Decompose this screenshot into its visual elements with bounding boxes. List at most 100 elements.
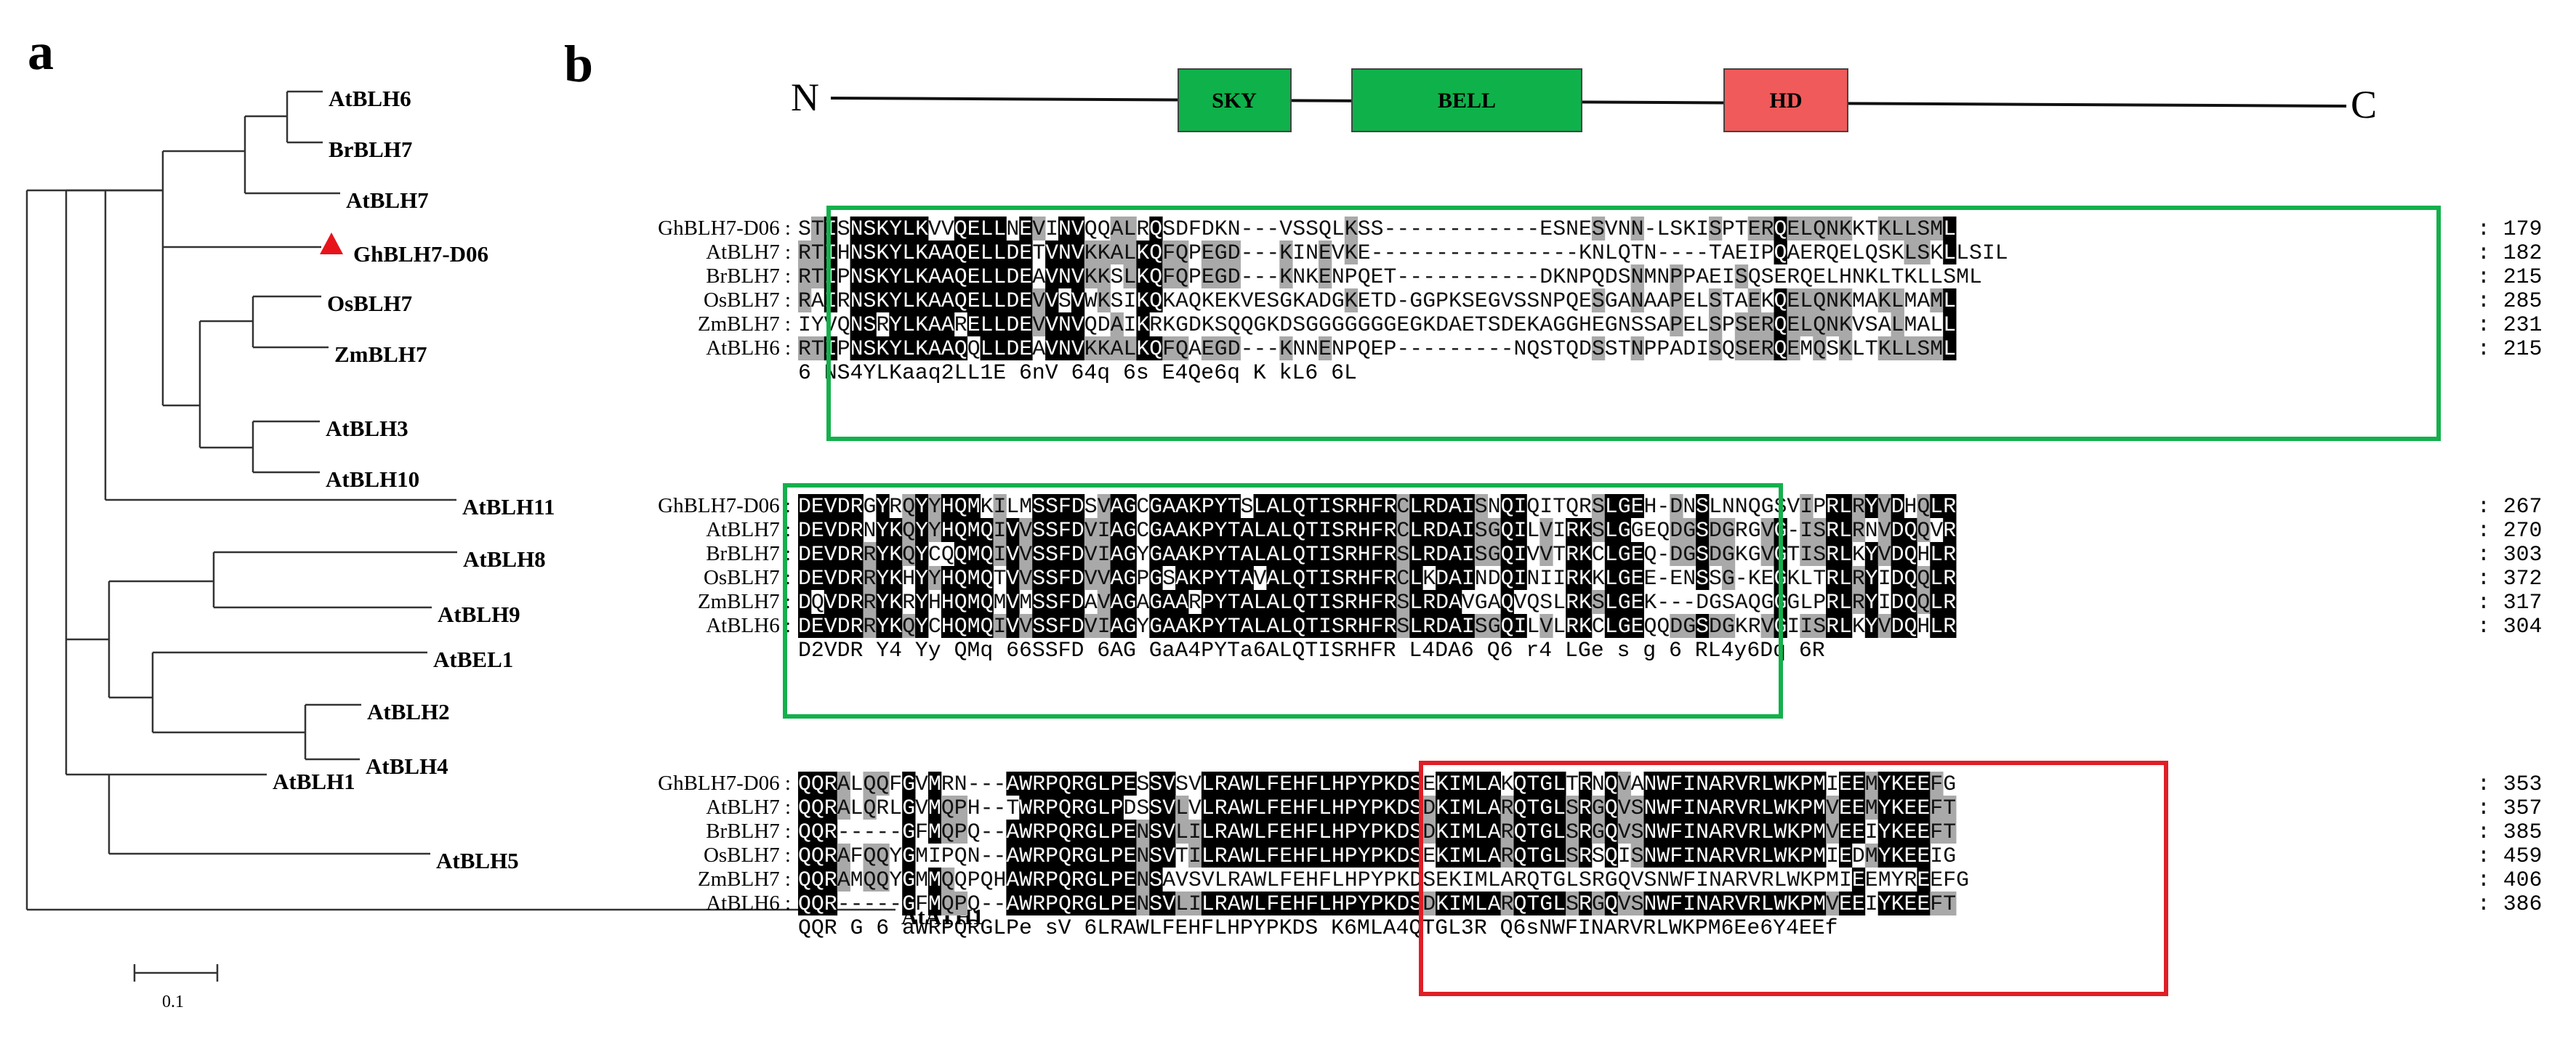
residue: I bbox=[1462, 494, 1475, 519]
residue: F bbox=[1371, 590, 1384, 615]
conservation-cell bbox=[1409, 518, 1423, 542]
conservation-cell bbox=[1071, 844, 1085, 868]
sequence-name: AtBLH7 : bbox=[706, 796, 791, 819]
residue: L bbox=[889, 796, 902, 820]
residue: V bbox=[1162, 892, 1175, 916]
residue: Y bbox=[1865, 494, 1878, 519]
residue: E bbox=[1904, 796, 1917, 820]
residue: V bbox=[1084, 614, 1098, 639]
residue: V bbox=[1539, 542, 1553, 567]
conservation-cell bbox=[1344, 217, 1359, 240]
conservation-cell bbox=[1162, 614, 1176, 638]
conservation-cell bbox=[837, 796, 850, 820]
conservation-cell bbox=[1097, 796, 1111, 820]
residue: L bbox=[1488, 868, 1501, 892]
residue: A bbox=[1032, 336, 1045, 361]
residue: R bbox=[1566, 566, 1579, 591]
residue: E bbox=[1279, 796, 1292, 820]
residue: E bbox=[1279, 772, 1292, 796]
conservation-cell bbox=[1436, 494, 1449, 518]
residue: F bbox=[1266, 892, 1279, 916]
residue: K bbox=[1891, 240, 1904, 265]
residue: I bbox=[1514, 494, 1527, 519]
conservation-cell bbox=[1045, 566, 1059, 590]
residue: R bbox=[864, 614, 877, 639]
conservation-cell bbox=[1175, 264, 1189, 288]
residue: N bbox=[1136, 892, 1149, 916]
residue: - bbox=[1670, 590, 1683, 615]
residue: L bbox=[994, 336, 1007, 361]
residue: F bbox=[1305, 892, 1319, 916]
residue: P bbox=[1384, 336, 1397, 361]
residue: S bbox=[1566, 820, 1579, 844]
conservation-cell bbox=[1175, 820, 1189, 844]
residue: V bbox=[1098, 494, 1111, 519]
residue: R bbox=[1422, 494, 1436, 519]
conservation-cell bbox=[1123, 772, 1137, 796]
residue: P bbox=[1202, 542, 1215, 567]
residue: Q bbox=[811, 868, 824, 892]
residue: A bbox=[1228, 772, 1241, 796]
conservation-cell bbox=[876, 217, 890, 240]
residue: V bbox=[1462, 590, 1475, 615]
conservation-cell bbox=[1240, 566, 1254, 590]
residue: N bbox=[1136, 820, 1149, 844]
residue: C bbox=[1592, 614, 1605, 639]
residue: A bbox=[1228, 796, 1241, 820]
residue: E bbox=[1202, 336, 1215, 361]
residue: T bbox=[1371, 288, 1384, 313]
residue: S bbox=[1761, 264, 1774, 289]
residue: A bbox=[837, 844, 850, 868]
conservation-cell bbox=[1188, 820, 1202, 844]
residue: Q bbox=[1514, 820, 1527, 844]
residue: L bbox=[1409, 518, 1422, 543]
residue: K bbox=[1084, 240, 1098, 265]
residue: Y bbox=[889, 288, 902, 313]
residue: V bbox=[1501, 288, 1514, 313]
tree-leaf-ghblh7-d06: GhBLH7-D06 bbox=[353, 241, 488, 267]
conservation-cell bbox=[902, 868, 916, 892]
residue: M bbox=[1904, 312, 1917, 337]
conservation-cell bbox=[1813, 217, 1827, 240]
conservation-cell bbox=[1201, 772, 1215, 796]
conservation-cell bbox=[1409, 494, 1423, 518]
conservation-cell bbox=[1084, 892, 1098, 915]
conservation-cell bbox=[1266, 542, 1280, 566]
conservation-cell bbox=[1891, 494, 1904, 518]
conservation-cell bbox=[915, 494, 929, 518]
residue: P bbox=[1111, 892, 1124, 916]
conservation-cell bbox=[1110, 217, 1124, 240]
residue: M bbox=[967, 614, 981, 639]
conservation-cell bbox=[1461, 566, 1476, 590]
conservation-cell bbox=[850, 566, 864, 590]
residue: E bbox=[1475, 288, 1488, 313]
residue: L bbox=[1254, 494, 1267, 519]
conservation-cell bbox=[902, 614, 916, 638]
residue: Y bbox=[1215, 614, 1228, 639]
residue: K bbox=[1202, 312, 1215, 337]
residue: Q bbox=[1605, 844, 1618, 868]
residue: R bbox=[1813, 240, 1826, 265]
residue: N bbox=[1852, 264, 1865, 289]
conservation-cell bbox=[1826, 312, 1840, 336]
residue: R bbox=[1852, 566, 1865, 591]
residue: - bbox=[1396, 217, 1409, 241]
residue: I bbox=[1800, 518, 1813, 543]
conservation-cell bbox=[1162, 590, 1176, 614]
residue: D bbox=[798, 518, 811, 543]
end-position-number: : 406 bbox=[2477, 868, 2542, 892]
conservation-cell bbox=[1175, 566, 1189, 590]
residue: L bbox=[1800, 312, 1813, 337]
residue: S bbox=[798, 217, 811, 241]
residue: D bbox=[798, 590, 811, 615]
residue: E bbox=[1683, 288, 1696, 313]
residue: R bbox=[1748, 796, 1761, 820]
residue: - bbox=[1396, 264, 1409, 289]
conservation-cell bbox=[1006, 518, 1020, 542]
residue: H bbox=[1358, 542, 1371, 567]
residue: E bbox=[1422, 844, 1436, 868]
sequence-name: BrBLH7 : bbox=[706, 264, 791, 288]
residue: K bbox=[889, 614, 902, 639]
residue: L bbox=[1006, 494, 1019, 519]
conservation-cell bbox=[1240, 614, 1254, 638]
